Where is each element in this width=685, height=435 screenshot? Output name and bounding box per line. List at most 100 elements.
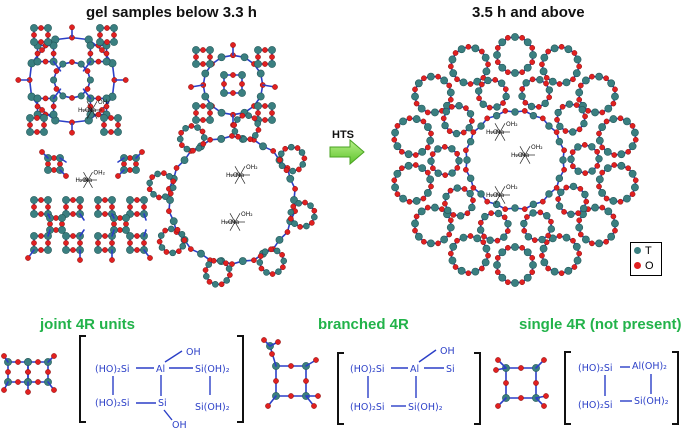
o-atom	[38, 197, 44, 203]
o-atom	[577, 82, 584, 89]
o-atom	[294, 145, 301, 151]
o-atom	[111, 32, 117, 38]
formula-single: (HO)₂Si Al(OH)₂ (HO)₂Si Si(OH)₂	[564, 351, 679, 425]
t-atom	[299, 161, 307, 168]
t-atom	[238, 71, 246, 79]
t-atom	[311, 213, 318, 221]
t-atom	[275, 235, 284, 244]
t-atom	[212, 280, 219, 288]
t-atom	[579, 204, 588, 213]
coordination-bond	[494, 123, 501, 133]
t-atom	[126, 232, 134, 240]
o-atom	[599, 144, 606, 151]
t-atom	[452, 129, 461, 138]
o-atom	[428, 183, 434, 190]
o-atom	[210, 257, 217, 264]
t-atom	[169, 217, 178, 226]
o-atom	[424, 109, 431, 116]
o-atom	[218, 281, 225, 288]
t-atom	[580, 119, 588, 128]
t-atom	[268, 116, 276, 124]
t-atom	[391, 128, 399, 137]
t-atom	[26, 128, 34, 136]
o-atom	[50, 50, 57, 57]
o-atom	[394, 191, 401, 197]
o-atom	[255, 110, 261, 116]
o-atom	[594, 148, 600, 155]
o-atom	[63, 173, 69, 179]
o-atom	[53, 86, 60, 92]
joint-oh-top: OH	[186, 347, 201, 358]
t-atom	[498, 248, 507, 257]
t-atom	[527, 102, 536, 111]
o-atom	[440, 115, 447, 122]
o-atom	[460, 129, 467, 136]
o-atom	[229, 133, 235, 139]
o-atom	[122, 77, 129, 83]
t-atom	[96, 38, 104, 46]
t-atom	[540, 53, 549, 62]
o-atom	[69, 95, 75, 101]
o-atom	[97, 32, 103, 38]
branched-tm: Al	[410, 364, 419, 375]
coordination-bond	[524, 154, 531, 164]
o-atom	[571, 50, 578, 56]
o-atom	[51, 155, 57, 161]
t-atom	[474, 87, 483, 95]
t-atom	[556, 122, 564, 131]
o-atom	[258, 265, 265, 272]
joint-br: Si(OH)₂	[195, 402, 230, 413]
t-atom	[574, 167, 582, 175]
o-atom	[38, 25, 44, 31]
t-atom	[225, 265, 233, 273]
t-atom	[497, 79, 506, 87]
t-atom	[471, 267, 480, 276]
bond	[111, 229, 115, 237]
o-atom	[632, 177, 639, 184]
o-atom	[424, 169, 431, 176]
na-label: Na	[496, 192, 504, 199]
o-atom	[583, 198, 590, 205]
t-atom	[289, 167, 297, 175]
t-atom	[518, 92, 526, 100]
o-atom	[199, 128, 206, 135]
o-atom	[447, 187, 454, 194]
t-atom	[44, 166, 52, 174]
t-atom	[26, 114, 34, 122]
right-heading: 3.5 h and above	[472, 4, 585, 21]
o-atom	[229, 261, 235, 267]
t-atom	[295, 200, 303, 207]
t-atom	[182, 125, 189, 132]
o-atom	[15, 379, 21, 385]
t-atom	[254, 46, 262, 54]
t-atom	[280, 257, 288, 265]
t-atom	[473, 234, 482, 243]
t-atom	[30, 232, 38, 240]
o-atom	[34, 50, 41, 57]
t-atom	[459, 233, 468, 242]
o-atom	[571, 264, 578, 270]
t-atom	[44, 246, 52, 254]
t-atom	[414, 232, 423, 241]
o-atom	[200, 103, 206, 109]
t-atom	[423, 189, 432, 197]
t-atom	[158, 244, 166, 251]
o-atom	[45, 161, 51, 167]
na-label: Na	[496, 129, 504, 136]
o-atom	[303, 378, 309, 384]
o-atom	[446, 128, 453, 135]
t-atom	[548, 234, 557, 243]
o-atom	[486, 104, 493, 111]
t-atom	[492, 200, 501, 209]
t-atom	[466, 174, 475, 183]
t-atom	[572, 242, 581, 251]
t-atom	[442, 107, 451, 116]
t-atom	[609, 197, 618, 205]
t-atom	[62, 196, 70, 204]
cage-bottom-left	[25, 196, 153, 263]
o-atom	[539, 198, 546, 205]
t-atom	[476, 226, 485, 234]
t-atom	[442, 192, 450, 201]
t-atom	[498, 273, 507, 282]
t-atom	[581, 76, 590, 85]
